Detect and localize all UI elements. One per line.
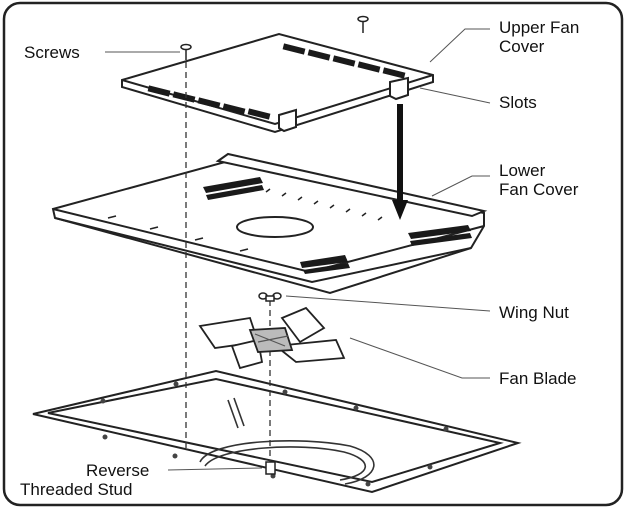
label-wing-nut: Wing Nut <box>499 303 569 322</box>
wing-nut-icon <box>258 292 282 302</box>
label-reverse-threaded-stud-2: Threaded Stud <box>20 480 132 499</box>
label-lower-fan-cover-2: Fan Cover <box>499 180 579 199</box>
label-reverse-threaded-stud-1: Reverse <box>86 461 149 480</box>
label-screws: Screws <box>24 43 80 62</box>
leader-lines <box>105 28 491 471</box>
base-frame <box>32 369 522 494</box>
label-lower-fan-cover-1: Lower <box>499 161 546 180</box>
screw-left-icon <box>180 43 192 60</box>
screw-right-icon <box>357 15 369 33</box>
label-upper-fan-cover-1: Upper Fan <box>499 18 579 37</box>
label-fan-blade: Fan Blade <box>499 369 577 388</box>
lower-fan-cover <box>51 152 488 295</box>
base-tube <box>199 397 375 485</box>
threaded-stud-icon <box>265 461 276 475</box>
label-slots: Slots <box>499 93 537 112</box>
upper-fan-cover <box>121 32 434 134</box>
label-upper-fan-cover-2: Cover <box>499 37 545 56</box>
assembly-arrow <box>392 104 408 220</box>
fan-blade-icon <box>198 306 346 370</box>
